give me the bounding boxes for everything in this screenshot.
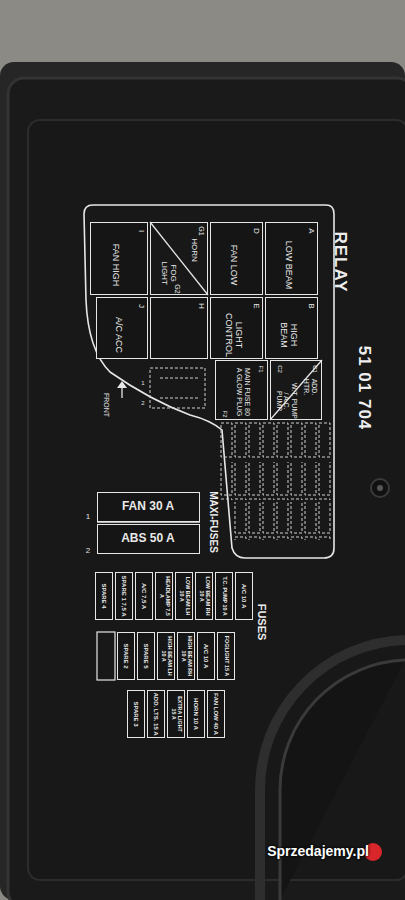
- relay-slot: G1HORNFOG LIGHTG2: [150, 222, 208, 295]
- slot-label: MAIN FUSE 80 A GLOW PLUG: [235, 367, 250, 417]
- maxi-fuse: FAN 30 A: [97, 492, 200, 522]
- fuse-slot: A/C 7,5 A: [135, 572, 153, 620]
- slot-label: LIGHT CONTROL: [223, 312, 243, 358]
- fuse-slot: SPARE 5: [137, 632, 155, 680]
- slot-letter: G1: [197, 225, 205, 236]
- slot-label: ADD. LTS. 15 A: [152, 692, 159, 735]
- slot-letter: H: [197, 300, 206, 311]
- fuse-slot: A/C 10 A: [235, 572, 253, 620]
- slot-letter: B: [307, 300, 316, 311]
- slot-letter: J: [137, 300, 146, 311]
- slot-label: FAN LOW 40 A: [212, 692, 219, 735]
- slot-label: SPARE 3: [132, 692, 139, 735]
- panel-label: 51 01 704: [355, 346, 374, 431]
- slot-label: EXTRA LIGHT 15 A: [170, 692, 182, 735]
- slot-label: A/C 10 A: [240, 574, 247, 617]
- slot-letter: F2: [222, 408, 229, 419]
- fuse-slot: A/C 10 A: [197, 632, 215, 680]
- fuse-slot: HEADLAMP 7,5 A: [155, 572, 173, 620]
- slot-letter: F1: [257, 363, 264, 374]
- slot-label: A/C 10 A: [202, 634, 209, 677]
- fuse-slot: HIGH BEAM RH 10 A: [177, 632, 195, 680]
- slot-label: A/C ACC: [113, 312, 123, 358]
- relay-slot: B HIGH BEAM: [265, 297, 318, 359]
- relay-slot: A LOW BEAM: [265, 222, 318, 295]
- slot-letter: I: [137, 225, 146, 236]
- slot-label: FOGLIGHT 15 A: [223, 634, 229, 677]
- fuse-slot: LOW BEAM RH 10 A: [195, 572, 213, 620]
- callout-number: 1: [141, 380, 144, 387]
- slot-label: FAN LOW: [228, 237, 238, 293]
- slot-label: A/C 7,5 A: [140, 574, 147, 617]
- fuse-slot: SPARE 3: [127, 690, 145, 738]
- slot-letter: C1: [312, 363, 319, 374]
- fuse-slot: FOGLIGHT 15 A: [217, 632, 235, 680]
- relay-slot: H: [150, 297, 208, 359]
- slot-label: LOW BEAM RH 10 A: [198, 574, 210, 617]
- fuse-slot: HORN 10 A: [187, 690, 205, 738]
- fuse-slot: EXTRA LIGHT 15 A: [167, 690, 185, 738]
- maxi-fuse: ABS 50 A: [97, 524, 200, 554]
- callout-number: 2: [141, 400, 144, 407]
- slot-letter: D: [252, 225, 261, 236]
- watermark: Sprzedajemy.pl: [267, 844, 369, 859]
- slot-letter: G2: [173, 283, 181, 294]
- slot-label: HIGH BEAM RH 10 A: [180, 634, 192, 677]
- relay-slot: E LIGHT CONTROL: [210, 297, 263, 359]
- relay-slot: I FAN HIGH: [90, 222, 148, 295]
- fuse-slot: SPARE 2: [117, 632, 135, 680]
- panel-label: MAXI-FUSES: [208, 491, 219, 553]
- fuse-slot: T.C. PUMP 10 A: [215, 572, 233, 620]
- fuse-slot: FAN LOW 40 A: [207, 690, 225, 738]
- fuse-slot: SPARE 1 7,5 A: [115, 572, 133, 620]
- slot-label: HIGH BEAM: [278, 312, 298, 358]
- relay-slot: C1ADD. HTR. W.T. PUMP / A.C. PUMP C2: [270, 360, 322, 420]
- slot-label: HEADLAMP 7,5 A: [158, 574, 170, 617]
- fuse-slot: SPARE 4: [95, 572, 113, 620]
- fuse-slot: LOW BEAM LH 10 A: [175, 572, 193, 620]
- slot-label: FAN 30 A: [99, 500, 197, 513]
- panel-label: FUSES: [256, 604, 268, 641]
- callout-number: 2: [86, 547, 90, 556]
- slot-label: SPARE 2: [122, 634, 129, 677]
- slot-label: HORN 10 A: [192, 692, 199, 735]
- slot-label: SPARE 4: [100, 574, 107, 617]
- slot-label: HORN: [190, 235, 199, 265]
- slot-label: SPARE 1 7,5 A: [120, 574, 127, 617]
- slot-label: W.T. PUMP / A.C. PUMP: [274, 383, 297, 419]
- slot-letter: E: [252, 300, 261, 311]
- panel-label: RELAY: [331, 231, 350, 292]
- slot-label: SPARE 5: [142, 634, 149, 677]
- panel-label: FRONT: [102, 393, 110, 417]
- slot-label: T.C. PUMP 10 A: [221, 574, 227, 617]
- slot-letter: A: [307, 225, 316, 236]
- relay-slot: D FAN LOW: [210, 222, 263, 295]
- slot-label: ABS 50 A: [99, 532, 197, 545]
- slot-label: FAN HIGH: [110, 237, 120, 293]
- slot-label: LOW BEAM: [283, 237, 293, 293]
- relay-slot: F2 F1 MAIN FUSE 80 A GLOW PLUG: [215, 360, 268, 420]
- relay-slot: J A/C ACC: [96, 297, 148, 359]
- slot-label: HIGH BEAM LH 10 A: [160, 634, 172, 677]
- slot-letter: C2: [276, 363, 283, 374]
- fuse-slot: HIGH BEAM LH 10 A: [157, 632, 175, 680]
- callout-number: 1: [86, 513, 90, 522]
- slot-label: ADD. HTR.: [302, 373, 317, 401]
- fuse-slot: ADD. LTS. 15 A: [147, 690, 165, 738]
- slot-label: LOW BEAM LH 10 A: [178, 574, 190, 617]
